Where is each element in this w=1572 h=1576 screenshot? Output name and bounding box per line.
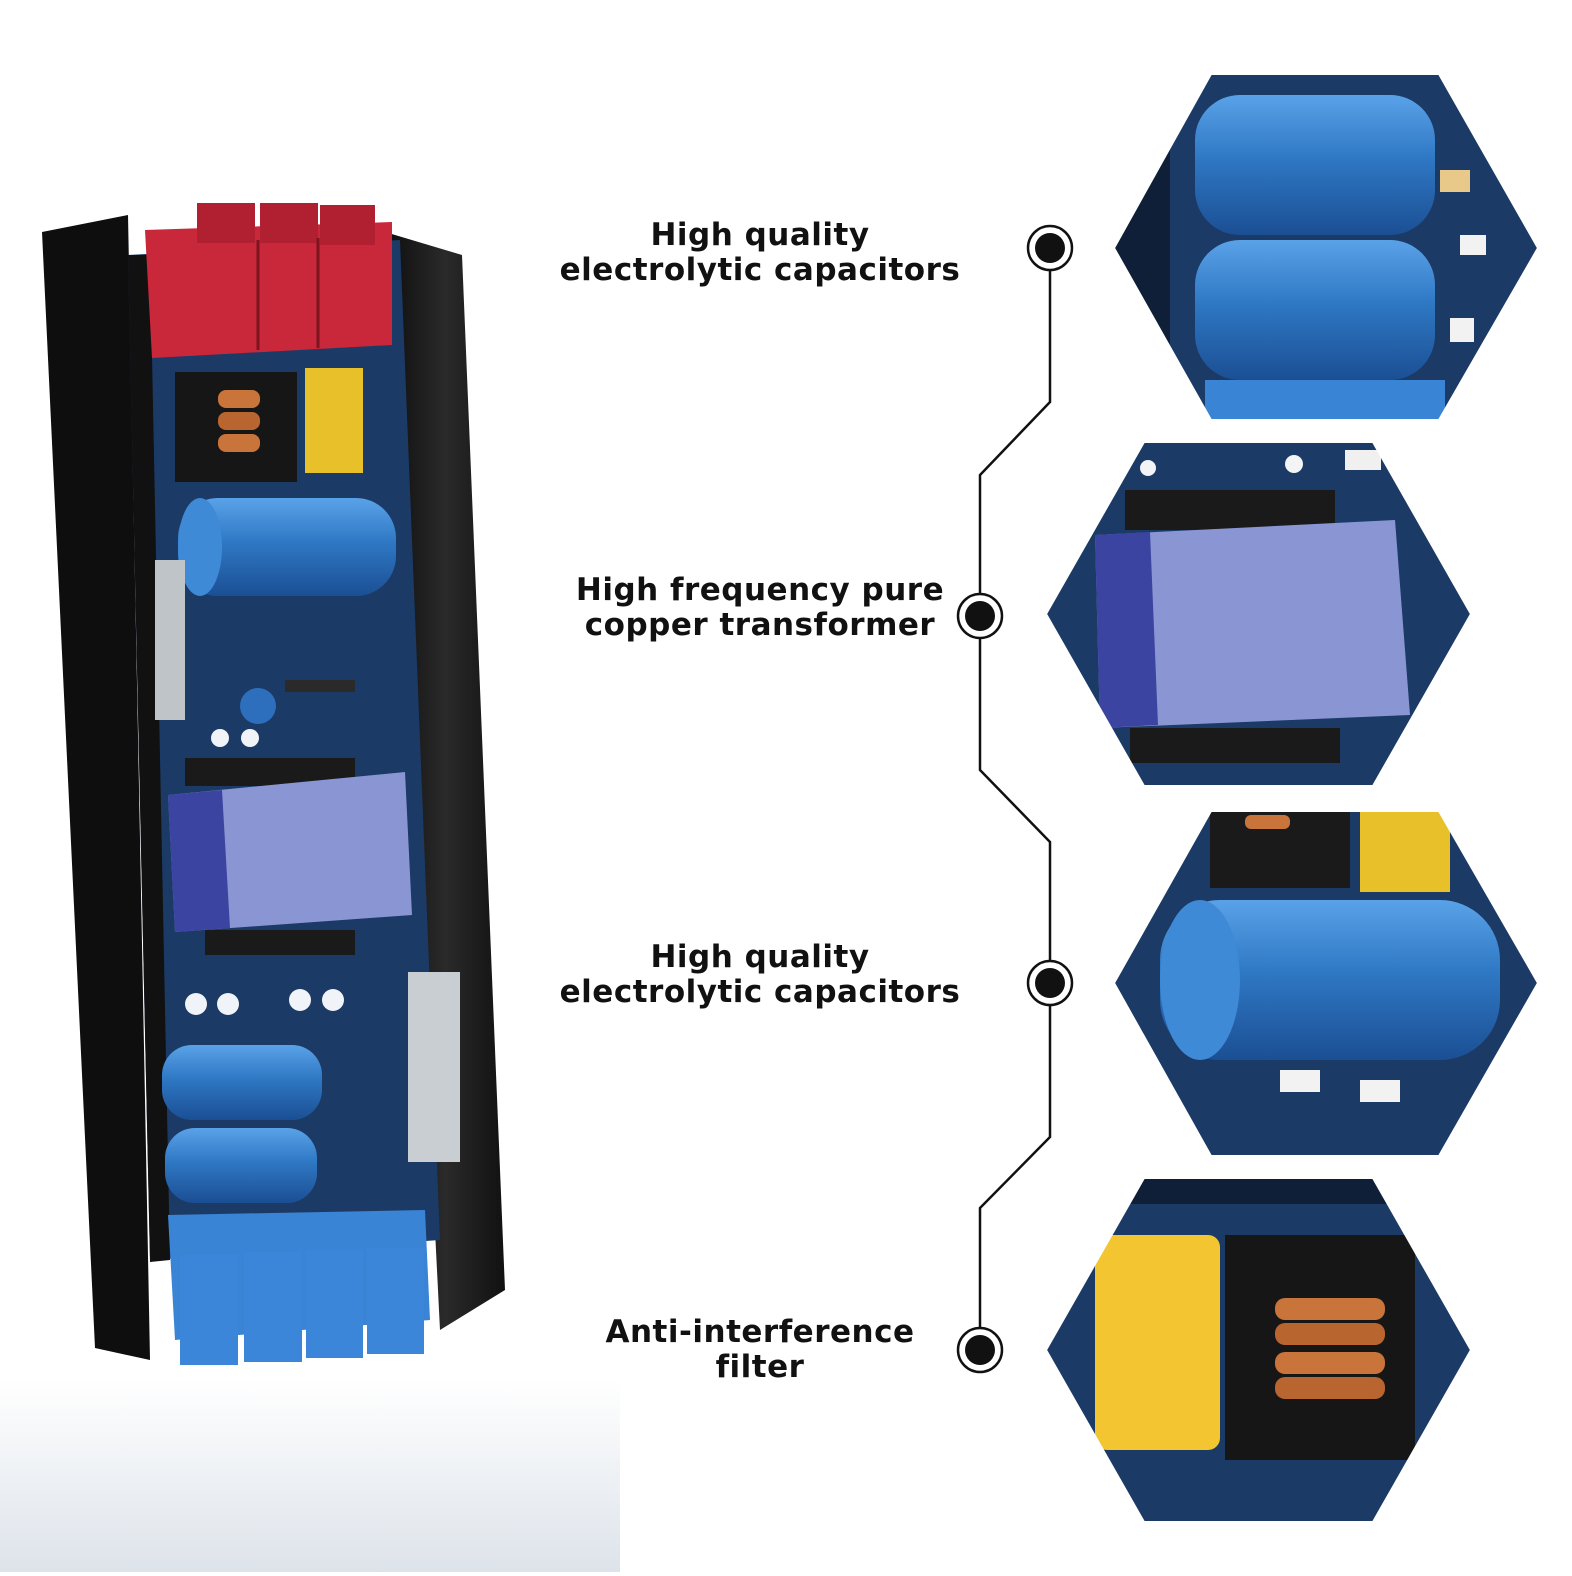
feature-label-line: Anti-interference [605,1314,915,1350]
main-capacitor [178,498,396,596]
hex-closeup-capacitors-bottom [1114,811,1538,1156]
feature-label-line: electrolytic capacitors [559,974,961,1010]
blue-input-connector [168,1210,430,1365]
connector-path [978,248,1052,1350]
filter-section [175,368,363,482]
feature-label-line: High frequency pure [575,572,945,608]
connector-dots [956,224,1074,1374]
feature-label-capacitors-1: High quality electrolytic capacitors [520,218,1000,288]
twin-capacitors [162,1045,322,1203]
feature-label-line: copper transformer [584,607,936,643]
feature-label-line: electrolytic capacitors [559,252,961,288]
hex-closeup-filter [1046,1178,1471,1522]
red-output-connector [145,203,392,358]
hex-closeup-capacitors-top [1114,74,1538,420]
feature-label-line: High quality [650,939,870,975]
feature-label-line: filter [715,1349,805,1385]
feature-label-line: High quality [650,217,870,253]
power-module-device [42,203,505,1365]
feature-label-transformer: High frequency pure copper transformer [520,573,1000,643]
hex-closeup-transformer [1046,442,1471,786]
feature-label-capacitors-2: High quality electrolytic capacitors [520,940,1000,1010]
feature-label-filter: Anti-interference filter [540,1315,980,1385]
transformer [168,758,412,955]
